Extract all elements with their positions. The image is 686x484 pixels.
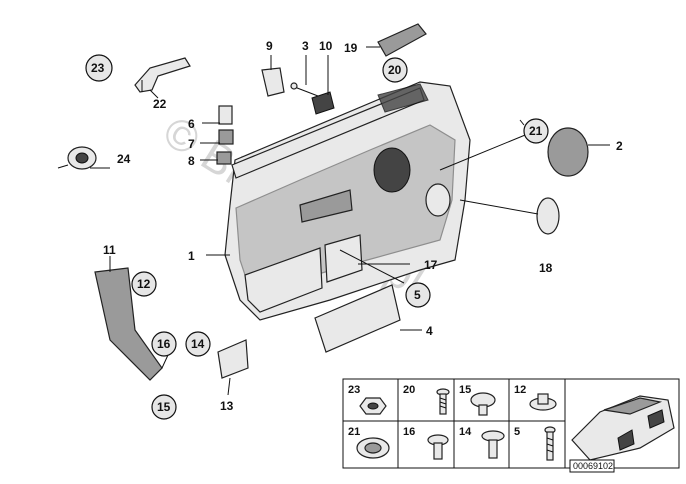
svg-text:16: 16 — [157, 337, 171, 351]
leader-lines — [90, 46, 610, 396]
callout-7: 7 — [188, 137, 195, 151]
legend-cell: 5 — [514, 426, 520, 438]
tweeter-cover-part — [536, 197, 560, 235]
legend-cell: 12 — [514, 384, 526, 396]
car-location-icon — [571, 395, 675, 461]
legend-cell: 20 — [403, 384, 415, 396]
washer-icon — [356, 437, 390, 459]
speaker-cover-part — [547, 127, 589, 177]
svg-text:24: 24 — [117, 152, 131, 166]
rivet-icon — [427, 434, 449, 460]
callout-4: 4 — [426, 324, 433, 338]
svg-text:13: 13 — [220, 399, 234, 413]
callout-8: 8 — [188, 154, 195, 168]
sheet-metal-screw-icon — [544, 426, 556, 461]
svg-text:19: 19 — [344, 41, 358, 55]
legend-cell: 16 — [403, 426, 415, 438]
small-bracket-part — [217, 339, 249, 379]
svg-text:8: 8 — [188, 154, 195, 168]
callout-14: 14 — [185, 331, 211, 357]
legend-table: 23 20 15 12 21 16 14 5 — [342, 378, 680, 469]
callout-2: 2 — [616, 139, 623, 153]
legend-cell: 23 — [348, 384, 360, 396]
svg-text:5: 5 — [414, 288, 421, 302]
svg-text:23: 23 — [91, 61, 105, 75]
screw-part — [290, 82, 319, 97]
callout-19: 19 — [344, 41, 358, 55]
legend-cell: 15 — [459, 384, 471, 396]
callout-24: 24 — [117, 152, 131, 166]
handle-part — [311, 91, 335, 115]
legend-cell: 14 — [459, 426, 472, 438]
callout-6: 6 — [188, 117, 195, 131]
callout-23: 23 — [85, 54, 113, 82]
diagram-code: 00069102 — [573, 461, 613, 471]
door-panel-part — [224, 81, 471, 321]
svg-text:1: 1 — [188, 249, 195, 263]
callout-9: 9 — [266, 39, 273, 53]
clip-nut-icon — [481, 430, 505, 459]
callout-11: 11 — [103, 243, 116, 257]
svg-text:15: 15 — [157, 400, 171, 414]
diagram-code-box: 00069102 — [569, 459, 615, 473]
callout-17: 17 — [424, 258, 438, 272]
svg-text:22: 22 — [153, 97, 167, 111]
svg-text:21: 21 — [529, 124, 543, 138]
svg-text:12: 12 — [137, 277, 151, 291]
callout-21: 21 — [523, 118, 549, 144]
svg-text:17: 17 — [424, 258, 438, 272]
hinge-part — [261, 67, 285, 97]
svg-text:4: 4 — [426, 324, 433, 338]
speaker-grille-part — [377, 23, 427, 57]
callout-1: 1 — [188, 249, 195, 263]
callout-22: 22 — [153, 97, 167, 111]
callout-3: 3 — [302, 39, 309, 53]
svg-text:6: 6 — [188, 117, 195, 131]
bracket-part — [134, 57, 191, 93]
svg-text:7: 7 — [188, 137, 195, 151]
svg-text:18: 18 — [539, 261, 553, 275]
push-clip-icon — [470, 392, 496, 416]
screw-icon — [436, 388, 450, 415]
callout-18: 18 — [539, 261, 553, 275]
callout-16: 16 — [151, 331, 177, 357]
callout-13: 13 — [220, 399, 234, 413]
svg-text:11: 11 — [103, 243, 116, 257]
callout-5: 5 — [405, 282, 431, 308]
tape-roll-part — [57, 146, 97, 170]
svg-text:10: 10 — [319, 39, 333, 53]
callout-15: 15 — [151, 394, 177, 420]
door-pocket-part — [314, 284, 401, 353]
expanding-clip-icon — [529, 393, 557, 411]
svg-text:2: 2 — [616, 139, 623, 153]
svg-text:3: 3 — [302, 39, 309, 53]
callout-10: 10 — [319, 39, 333, 53]
svg-text:20: 20 — [388, 63, 402, 77]
clip-parts — [216, 105, 234, 165]
callout-12: 12 — [131, 271, 157, 297]
svg-text:14: 14 — [191, 337, 205, 351]
svg-text:9: 9 — [266, 39, 273, 53]
legend-cell: 21 — [348, 426, 360, 438]
callout-20: 20 — [382, 57, 408, 83]
